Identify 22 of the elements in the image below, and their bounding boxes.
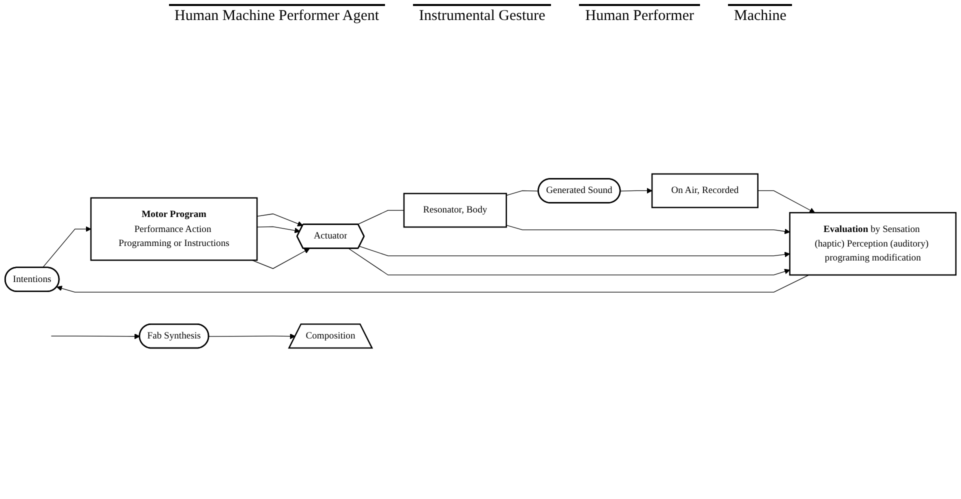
node-box: On Air, Recorded <box>651 173 758 208</box>
bracket-label: Instrumental Gesture <box>413 4 552 27</box>
arrow <box>359 246 790 258</box>
arrow <box>506 224 790 234</box>
node-box: Evaluation by Sensation (haptic) Perception (auditory) programing modification <box>789 212 957 276</box>
arrow <box>256 214 303 226</box>
arrow <box>758 190 816 213</box>
arrow <box>56 274 810 292</box>
node-box: Motor Program Performance Action Programming or Instructions <box>90 197 258 261</box>
bracket-label: Human Machine Performer Agent <box>168 4 386 27</box>
arrow <box>256 226 300 234</box>
bracket-label: Machine <box>728 4 792 27</box>
bracket-label: Human Performer <box>579 4 700 27</box>
arrow <box>620 188 652 194</box>
arrow <box>348 248 790 276</box>
arrow <box>42 226 92 268</box>
arrow <box>208 334 296 340</box>
connector <box>357 210 404 225</box>
arrow <box>50 334 140 340</box>
node-box: Resonator, Body <box>403 192 507 228</box>
arrow <box>252 248 310 269</box>
connector <box>506 190 539 196</box>
